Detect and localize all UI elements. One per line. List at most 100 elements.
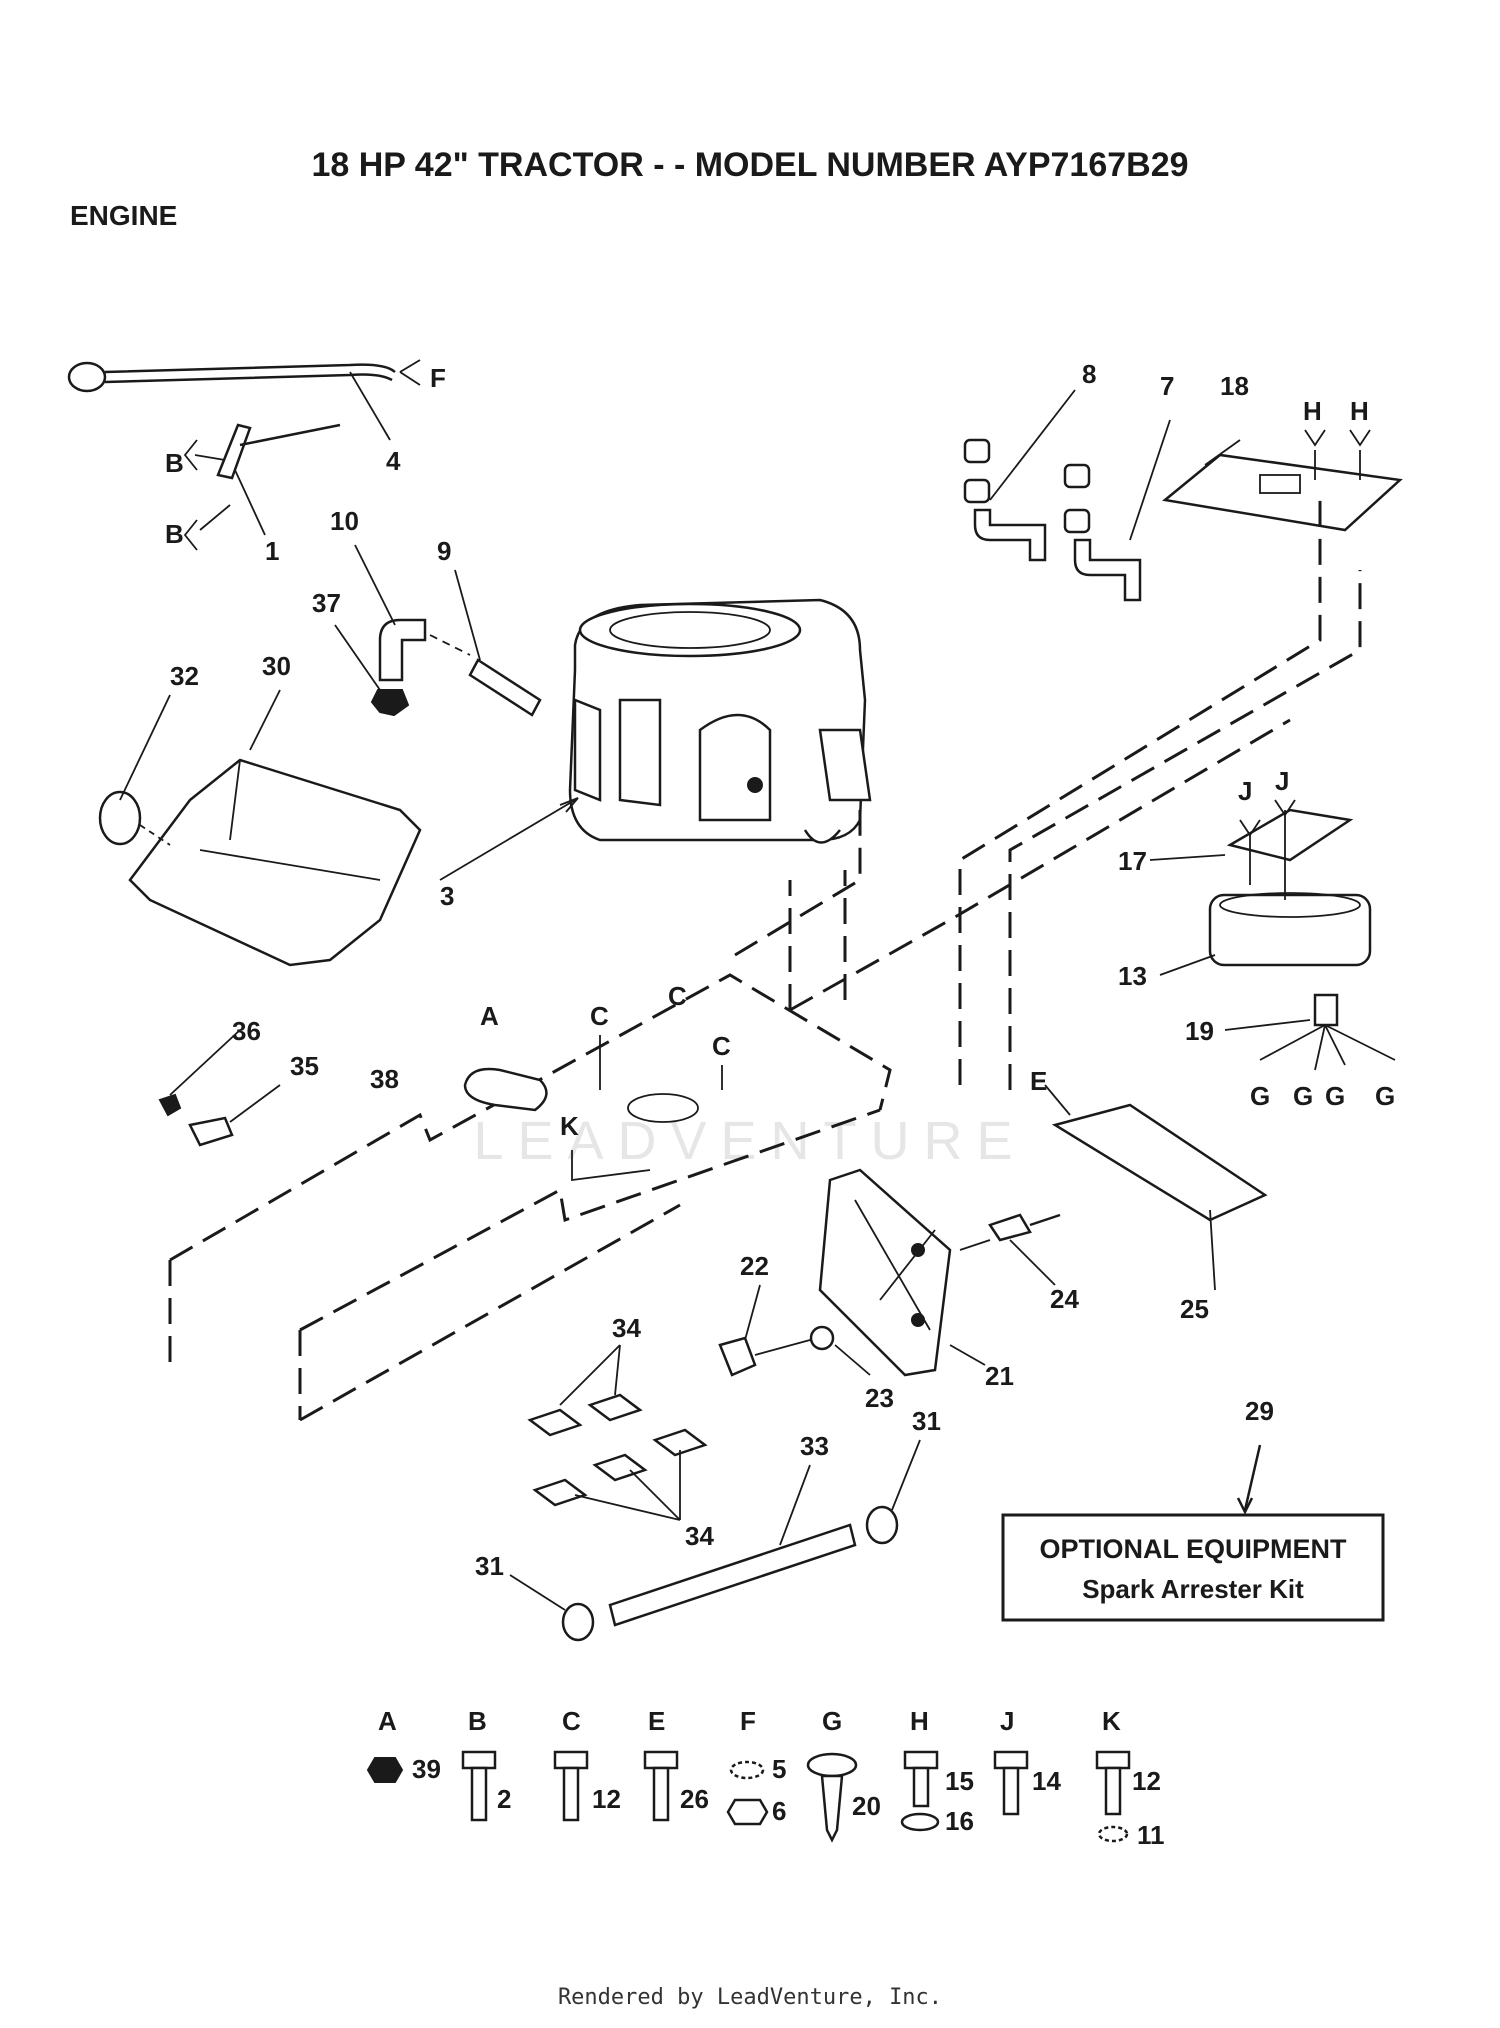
hw-letter-K: K [1102, 1706, 1121, 1736]
hw-part-6: 6 [772, 1796, 786, 1826]
bolt-35-36-part [158, 1029, 281, 1147]
optional-equipment-title: OPTIONAL EQUIPMENT [1039, 1534, 1347, 1564]
hw-part-12: 12 [592, 1784, 621, 1814]
page-title: 18 HP 42" TRACTOR - - MODEL NUMBER AYP71… [311, 146, 1189, 184]
letter-G-3: G [1325, 1081, 1345, 1111]
callout-23: 23 [865, 1383, 894, 1413]
bolt-shank-icon [912, 1766, 930, 1808]
callout-35: 35 [290, 1051, 319, 1081]
bracket-38-part [463, 1067, 548, 1112]
letter-C-2: C [668, 981, 687, 1011]
hw-letter-G: G [822, 1706, 842, 1736]
bolt-shank-icon [1002, 1766, 1020, 1816]
letter-E: E [1030, 1066, 1047, 1096]
engine-part [439, 598, 872, 881]
elbow-fitting-part [334, 544, 542, 717]
hex-nut-icon [366, 1757, 404, 1783]
callout-25: 25 [1180, 1294, 1209, 1324]
lock-washer-icon [1097, 1825, 1129, 1843]
hw-part-11: 11 [1137, 1820, 1165, 1850]
letter-K: K [560, 1111, 579, 1141]
callout-19: 19 [1185, 1016, 1214, 1046]
callout-18: 18 [1220, 371, 1249, 401]
callout-24: 24 [1050, 1284, 1079, 1314]
callout-37: 37 [312, 588, 341, 618]
bolt-shank-icon [470, 1766, 488, 1822]
frame-dashed-outline [168, 500, 1362, 1422]
callout-36: 36 [232, 1016, 261, 1046]
bolt-shank-icon [562, 1766, 580, 1822]
letter-J-right: J [1275, 766, 1289, 796]
bolt-head-icon [461, 1750, 497, 1770]
watermark: LEADVENTURE [473, 1111, 1027, 1171]
hw-part-12-k: 12 [1132, 1766, 1161, 1796]
callout-31-right: 31 [912, 1406, 941, 1436]
callout-8: 8 [1082, 359, 1096, 389]
callout-21: 21 [985, 1361, 1014, 1391]
callout-33: 33 [800, 1431, 829, 1461]
callout-22: 22 [740, 1251, 769, 1281]
bracket-25-part [1044, 1084, 1268, 1291]
fuel-tank-part [98, 689, 422, 967]
letter-A: A [480, 1001, 499, 1031]
callout-32: 32 [170, 661, 199, 691]
callout-31-left: 31 [475, 1551, 504, 1581]
letter-B-lower: B [165, 519, 184, 549]
hw-letter-J: J [1000, 1706, 1014, 1736]
letter-G-4: G [1375, 1081, 1395, 1111]
callout-29: 29 [1245, 1396, 1274, 1426]
fuel-lines-part [963, 389, 1171, 602]
hw-part-14: 14 [1032, 1766, 1061, 1796]
callout-17: 17 [1118, 846, 1147, 876]
hardware-legend: A 39 B 2 C 12 E 26 F 5 6 G [366, 1706, 1165, 1850]
bolt-head-icon [903, 1750, 939, 1770]
dipstick-bracket-part [183, 423, 341, 551]
hose-part [509, 1439, 921, 1642]
callout-34-bottom: 34 [685, 1521, 714, 1551]
bolt-head-icon [993, 1750, 1029, 1770]
hw-part-2: 2 [497, 1784, 511, 1814]
callout-9: 9 [437, 536, 451, 566]
callout-10: 10 [330, 506, 359, 536]
hw-part-39: 39 [412, 1754, 441, 1784]
screw-head-icon [806, 1752, 858, 1778]
callout-3: 3 [440, 881, 454, 911]
letter-J-left: J [1238, 776, 1252, 806]
letter-H-left: H [1303, 396, 1322, 426]
screw-shank-icon [820, 1774, 844, 1843]
callout-7: 7 [1160, 371, 1174, 401]
dipstick-part [67, 359, 421, 441]
letter-G-2: G [1293, 1081, 1313, 1111]
callout-4: 4 [386, 446, 401, 476]
bolt-head-icon [553, 1750, 589, 1770]
hw-part-15: 15 [945, 1766, 974, 1796]
callout-34-top: 34 [612, 1313, 641, 1343]
hw-letter-H: H [910, 1706, 929, 1736]
bolt-head-icon [1095, 1750, 1131, 1770]
bolt-head-icon [643, 1750, 679, 1770]
spacer-blocks-part [527, 1344, 708, 1521]
footer-credit: Rendered by LeadVenture, Inc. [557, 1985, 943, 2010]
muffler-part [1149, 799, 1396, 1071]
letter-C-1: C [590, 1001, 609, 1031]
hw-part-16: 16 [945, 1806, 974, 1836]
letter-B-upper: B [165, 448, 184, 478]
lock-washer-icon [729, 1760, 765, 1780]
mounting-plate-part [718, 1168, 1061, 1377]
hw-letter-E: E [648, 1706, 665, 1736]
callout-13: 13 [1118, 961, 1147, 991]
callout-1: 1 [265, 536, 279, 566]
hw-part-26: 26 [680, 1784, 709, 1814]
section-label: ENGINE [70, 200, 178, 231]
callout-38: 38 [370, 1064, 399, 1094]
letter-F: F [430, 363, 446, 393]
callout-30: 30 [262, 651, 291, 681]
hw-letter-C: C [562, 1706, 581, 1736]
letter-G-1: G [1250, 1081, 1270, 1111]
hw-letter-F: F [740, 1706, 756, 1736]
optional-equipment-item: Spark Arrester Kit [1082, 1574, 1304, 1604]
heat-shield-part [1162, 429, 1403, 532]
hw-letter-A: A [378, 1706, 397, 1736]
